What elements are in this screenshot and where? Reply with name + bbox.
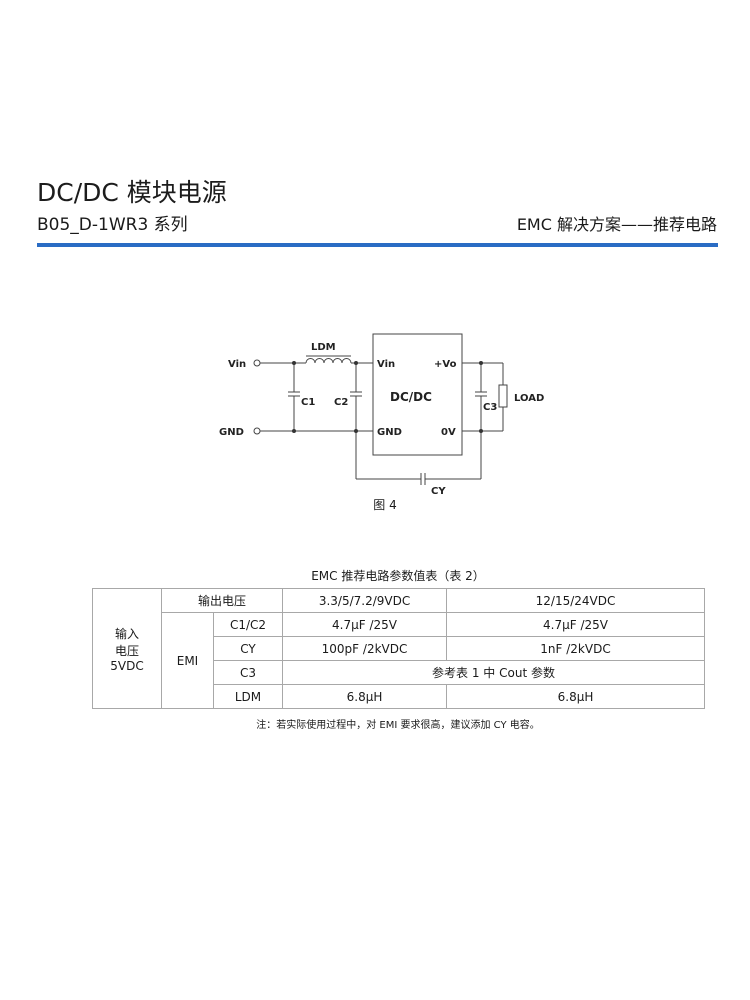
vin-terminal <box>253 359 261 367</box>
table-note: 注：若实际使用过程中，对 EMI 要求很高，建议添加 CY 电容。 <box>256 720 540 731</box>
output-voltage-col1: 3.3/5/7.2/9VDC <box>282 588 448 613</box>
junction-dot <box>292 361 296 365</box>
gnd-label: GND <box>219 427 244 438</box>
series-name: B05_D-1WR3 系列 <box>37 215 188 235</box>
row-value: 100pF /2kVDC <box>282 636 448 661</box>
vin-label: Vin <box>228 359 246 370</box>
junction-dot <box>479 429 483 433</box>
row-name: C1/C2 <box>212 612 284 637</box>
ldm-label: LDM <box>311 342 336 353</box>
ldm-inductor <box>305 358 352 364</box>
module-pin-vo: +Vo <box>434 359 457 370</box>
row-value-merged: 参考表 1 中 Cout 参数 <box>282 660 706 685</box>
module-pin-gnd: GND <box>377 427 402 438</box>
junction-dot <box>479 361 483 365</box>
input-label-line: 5VDC <box>110 658 144 673</box>
table-caption: EMC 推荐电路参数值表（表 2） <box>311 569 485 583</box>
table-row: LDM 6.8µH 6.8µH <box>93 684 706 709</box>
c3-label: C3 <box>483 402 497 413</box>
junction-dot <box>292 429 296 433</box>
input-label-line: 输入 <box>114 626 139 641</box>
cy-label: CY <box>431 486 446 497</box>
output-voltage-header: 输出电压 <box>160 588 284 613</box>
load-resistor <box>498 384 508 408</box>
c2-label: C2 <box>334 397 348 408</box>
row-value: 6.8µH <box>446 684 706 709</box>
junction-dot <box>354 429 358 433</box>
table-row: 输入 电压 5VDC 输出电压 3.3/5/7.2/9VDC 12/15/24V… <box>92 588 706 709</box>
module-label: DC/DC <box>390 390 432 404</box>
page-title: DC/DC 模块电源 <box>37 178 227 207</box>
c1-label: C1 <box>301 397 315 408</box>
table-row: EMI C1/C2 4.7µF /25V 4.7µF /25V <box>93 612 706 709</box>
figure-caption: 图 4 <box>373 498 397 512</box>
input-label-line: 电压 <box>114 643 139 658</box>
row-name: LDM <box>212 684 284 709</box>
junction-dot <box>354 361 358 365</box>
header-divider <box>37 243 718 247</box>
row-value: 4.7µF /25V <box>446 612 706 637</box>
table-row: C3 参考表 1 中 Cout 参数 <box>93 660 706 685</box>
row-name: C3 <box>212 660 284 685</box>
module-pin-0v: 0V <box>441 427 456 438</box>
output-voltage-col2: 12/15/24VDC <box>446 588 706 613</box>
module-pin-vin: Vin <box>377 359 395 370</box>
row-value: 4.7µF /25V <box>282 612 448 637</box>
gnd-terminal <box>253 427 261 435</box>
input-voltage-cell: 输入 电压 5VDC <box>92 588 162 709</box>
row-name: CY <box>212 636 284 661</box>
emi-cell: EMI <box>161 612 214 709</box>
row-value: 1nF /2kVDC <box>446 636 706 661</box>
load-label: LOAD <box>514 393 544 404</box>
section-title: EMC 解决方案——推荐电路 <box>516 215 717 234</box>
dcdc-module <box>372 333 463 456</box>
emc-circuit-diagram: Vin GND LDM C1 C2 Vin GND +Vo 0V C3 LOAD… <box>219 333 544 497</box>
emc-parameter-table: 输入 电压 5VDC 输出电压 3.3/5/7.2/9VDC 12/15/24V… <box>92 588 706 709</box>
row-value: 6.8µH <box>282 684 448 709</box>
